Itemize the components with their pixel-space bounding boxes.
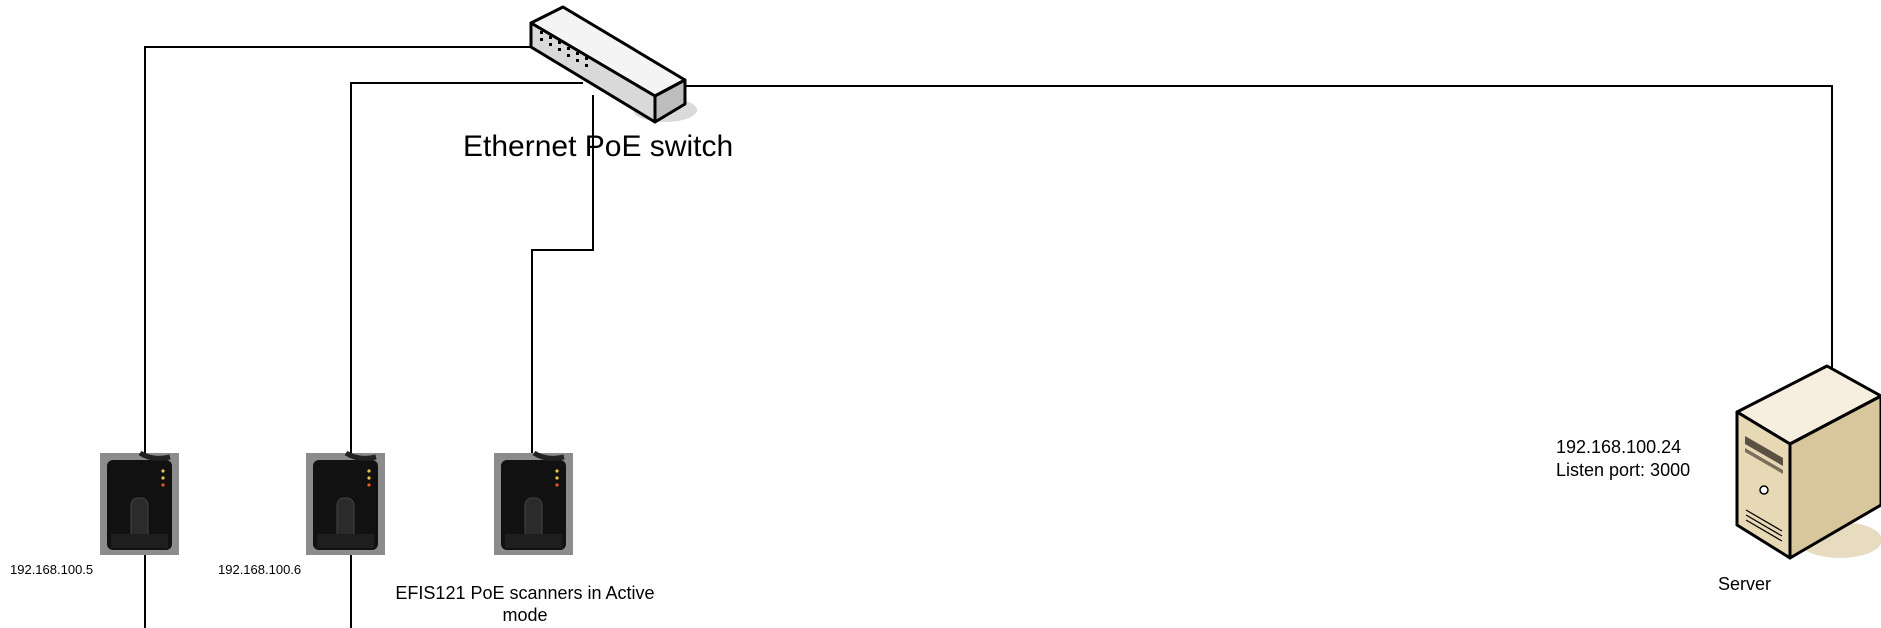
server-ip: 192.168.100.24 xyxy=(1556,436,1690,459)
scanner-base xyxy=(505,534,562,548)
scanner-led xyxy=(367,476,370,479)
server-address-label: 192.168.100.24 Listen port: 3000 xyxy=(1556,436,1690,482)
scanner-led xyxy=(367,469,370,472)
connection-lines xyxy=(145,47,1832,628)
network-switch-icon xyxy=(531,7,697,122)
link-switch-server xyxy=(684,86,1832,368)
switch-label: Ethernet PoE switch xyxy=(463,130,733,164)
server-tower-icon xyxy=(1737,366,1881,558)
scanner-base xyxy=(111,534,168,548)
link-switch-scanner-1 xyxy=(145,47,540,453)
scanner-led xyxy=(555,476,558,479)
server-name-label: Server xyxy=(1718,574,1771,595)
scanners-caption: EFIS121 PoE scanners in Active mode xyxy=(372,582,678,626)
scanner-led xyxy=(555,483,558,486)
server-power-button xyxy=(1760,486,1768,494)
scanner-ip-label: 192.168.100.6 xyxy=(218,562,301,577)
scanner-led xyxy=(161,476,164,479)
scanner-led xyxy=(367,483,370,486)
scanner-led xyxy=(555,469,558,472)
scanner-ip-label: 192.168.100.5 xyxy=(10,562,93,577)
scanner-base xyxy=(317,534,374,548)
server-port: Listen port: 3000 xyxy=(1556,459,1690,482)
fingerprint-scanner-icon xyxy=(306,453,385,555)
scanner-led xyxy=(161,469,164,472)
scanner-led xyxy=(161,483,164,486)
fingerprint-scanner-icon xyxy=(494,453,573,555)
fingerprint-scanner-icon xyxy=(100,453,179,555)
